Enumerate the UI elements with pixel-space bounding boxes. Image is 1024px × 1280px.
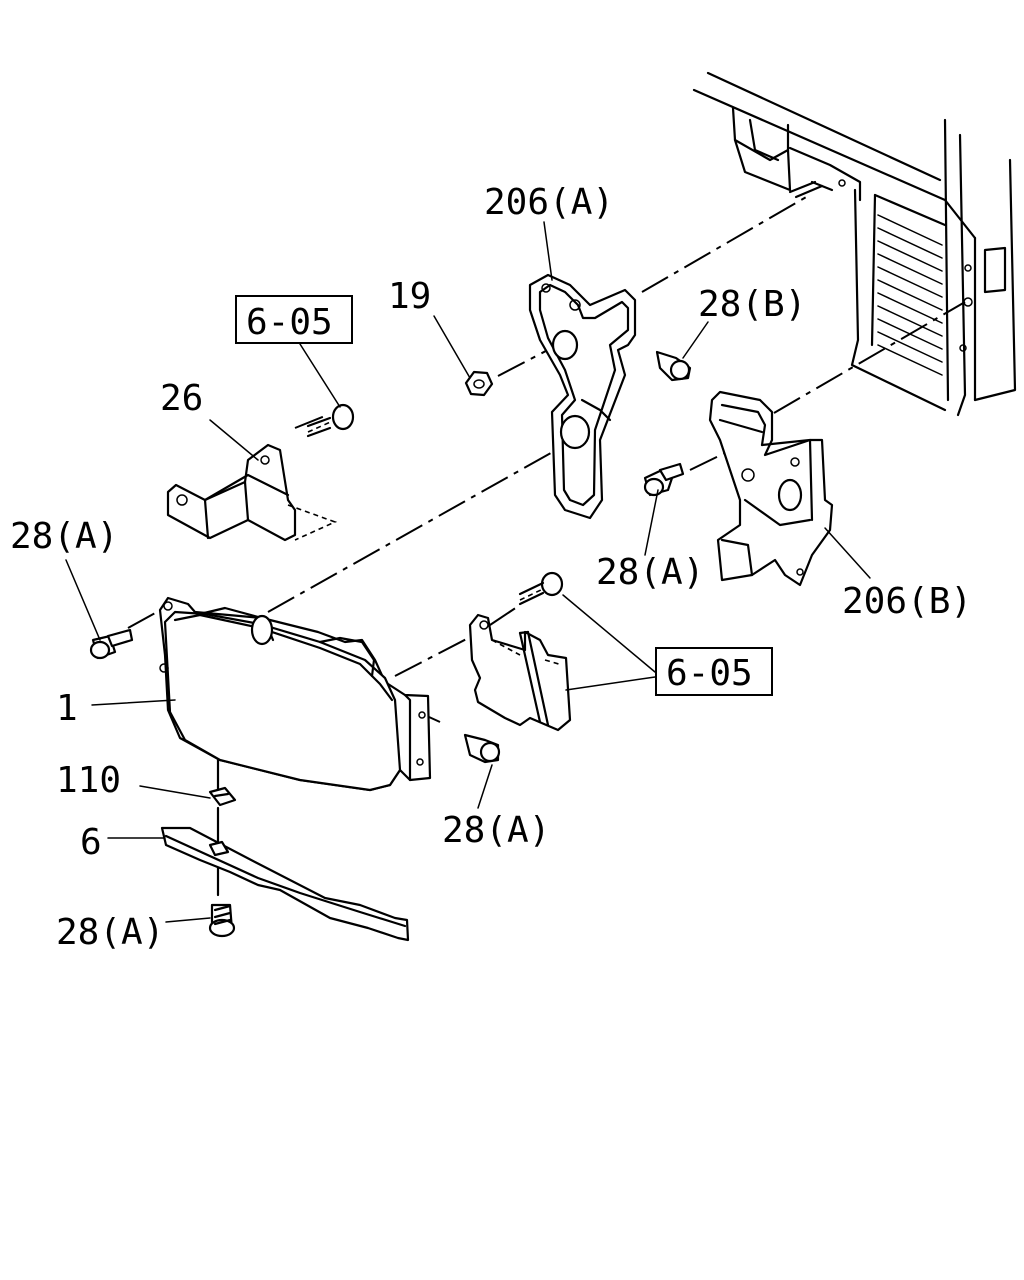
label-28a-low: 28(A) [442, 810, 550, 851]
label-206b: 206(B) [842, 581, 972, 622]
label-28a-mid: 28(A) [596, 552, 704, 593]
label-6-05-mid: 6-05 [666, 653, 753, 694]
bolt-28a-left [89, 628, 134, 660]
screw-6-05-mid [518, 571, 564, 606]
label-206a: 206(A) [484, 182, 614, 223]
radiator-frame [692, 71, 1017, 417]
label-28a-left: 28(A) [10, 516, 118, 557]
label-19: 19 [388, 276, 431, 317]
leader-lines [65, 221, 871, 923]
label-28a-bottom: 28(A) [56, 912, 164, 953]
label-6-05-top: 6-05 [246, 302, 333, 343]
label-6: 6 [80, 822, 102, 863]
bracket-26 [166, 443, 338, 542]
bolt-28a-bottom [208, 903, 236, 938]
bolt-28a-mid [643, 462, 685, 497]
bracket-6 [160, 826, 410, 942]
bracket-206a [528, 273, 637, 520]
ref-box-6-05-top [235, 295, 353, 344]
screw-6-05-top [306, 403, 355, 438]
label-1: 1 [56, 688, 78, 729]
label-28b: 28(B) [698, 284, 806, 325]
label-110: 110 [56, 760, 121, 801]
callout-labels: 206(A) 19 28(B) 6-05 26 28(A) 28(A) 206(… [10, 182, 972, 953]
nut-19 [464, 370, 494, 397]
fog-lamp [158, 596, 432, 792]
bolt-28a-low [463, 733, 501, 764]
label-26: 26 [160, 378, 203, 419]
ref-box-6-05-mid [655, 647, 773, 696]
bracket-206b [708, 390, 834, 587]
clip-110 [208, 786, 237, 807]
bolt-28b [655, 350, 692, 382]
bracket-6-05-mid [468, 613, 572, 732]
